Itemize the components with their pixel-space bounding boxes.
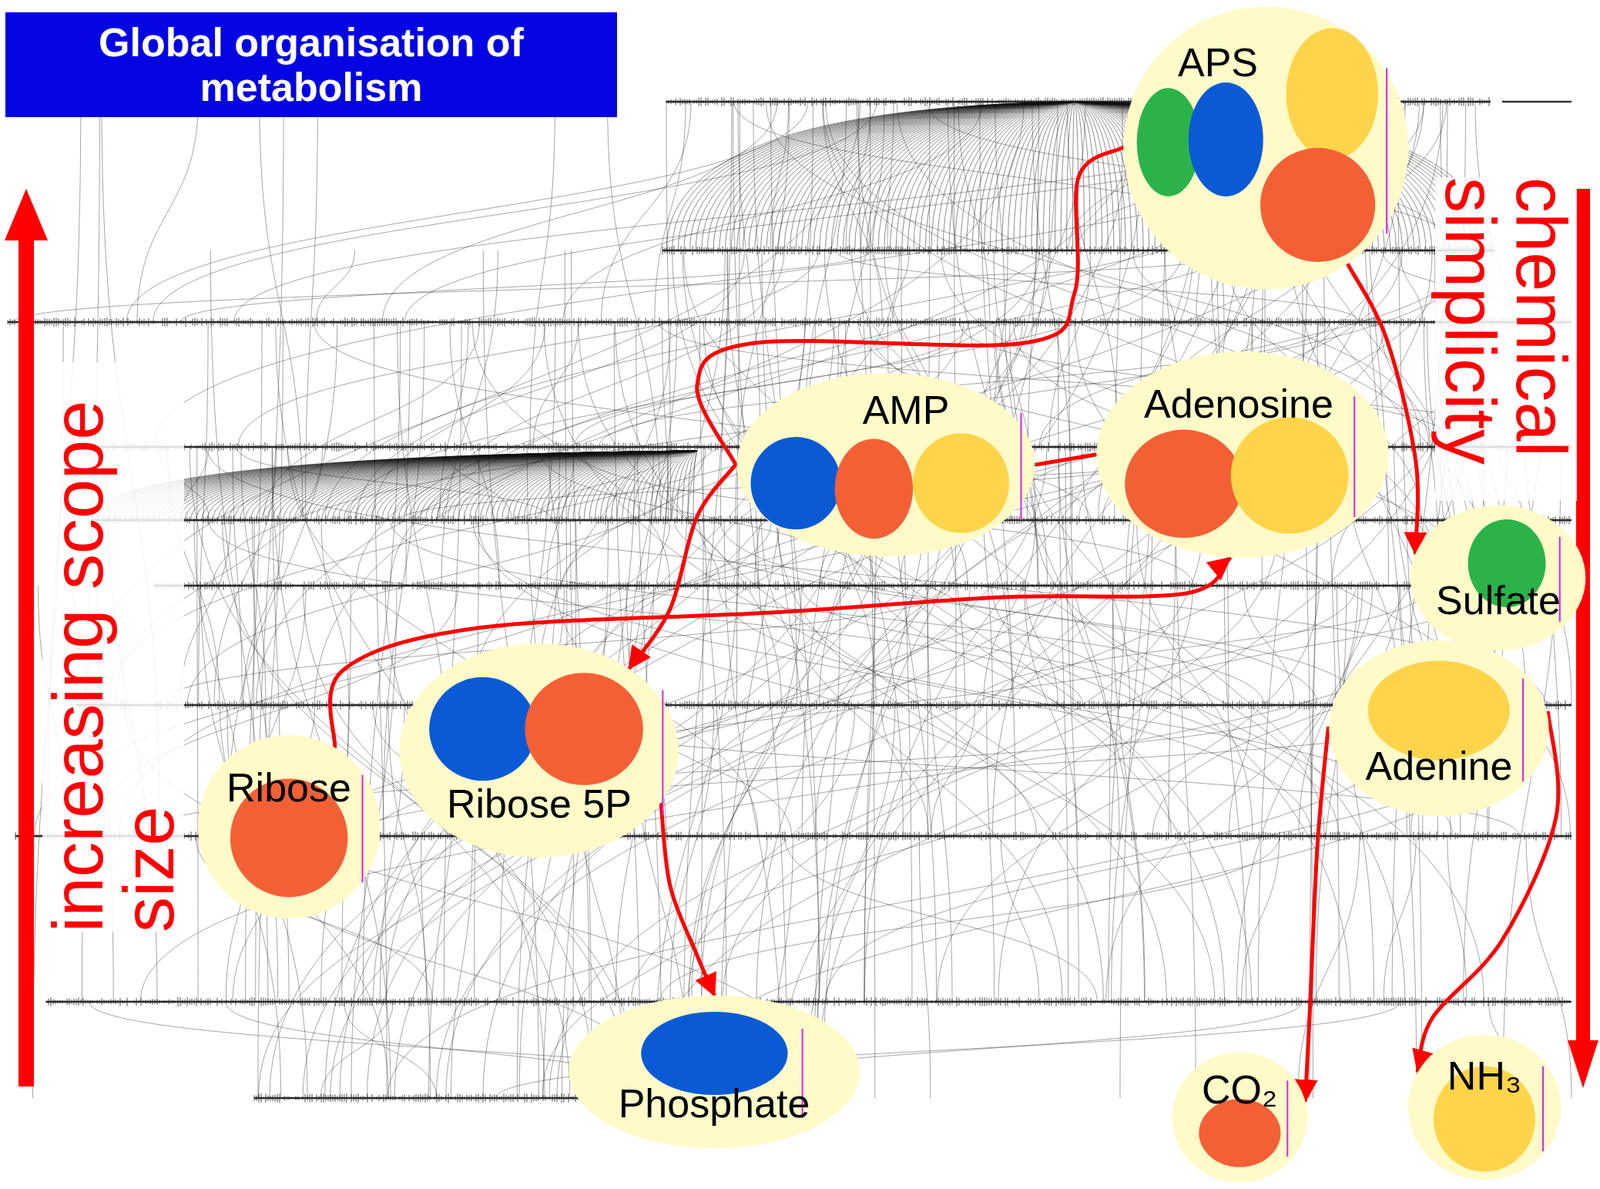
molecule-name: NH₃ [1447,1053,1522,1100]
molecule-art [1409,504,1587,651]
molecule-node: AMP [735,372,1037,557]
chemical-group [525,672,644,785]
marker-bar [1542,1066,1544,1151]
molecule-name: AMP [862,387,950,434]
molecule-halo [1328,640,1549,816]
molecule-name: CO₂ [1201,1066,1278,1114]
reaction-arrow [1036,454,1096,465]
molecule-node: APS [1122,5,1410,291]
marker-bar [1286,1080,1289,1157]
molecule-name: Adenosine [1143,381,1334,428]
molecule-node: CO₂ [1171,1051,1309,1183]
axis-arrow-shaft [1576,188,1590,1044]
molecule-halo [1096,351,1389,558]
molecule-name: Ribose 5P [446,781,632,828]
network-ticks [7,97,1571,1103]
reaction-arrow [1304,727,1329,1101]
molecule-halo [568,995,860,1148]
molecule-node: Adenine [1328,639,1550,817]
network-band [7,101,1572,1098]
chemical-group [1187,82,1263,197]
molecule-halo [197,734,380,919]
chemical-group [835,438,913,539]
molecule-node: Adenosine [1095,350,1390,559]
molecule-name: Sulfate [1435,577,1561,624]
molecule-name: Adenine [1365,743,1513,790]
axis-label: chemical simplicity [1435,177,1577,501]
molecule-name: Ribose [226,764,352,812]
axis-arrow-head [1567,1039,1599,1088]
marker-bar [1020,412,1023,520]
chemical-group [429,677,537,781]
molecule-node: Ribose [197,734,381,920]
axis-label: increasing scope size [42,362,185,933]
molecule-halo [1123,6,1409,289]
molecule-name: APS [1177,40,1258,87]
chemical-group [912,432,1010,534]
chemical-group [751,436,842,530]
molecule-halo [399,643,679,858]
title-banner: Global organisation of metabolism [5,12,618,118]
molecule-name: Phosphate [618,1080,811,1128]
chemical-group [1231,416,1349,534]
molecule-node: Phosphate [567,994,862,1149]
molecule-node: Ribose 5P [398,642,680,859]
molecule-art [1328,639,1550,817]
axis-arrow-head [4,188,48,241]
marker-bar [1522,678,1524,782]
molecule-halo [1171,1052,1307,1183]
molecule-halo [737,372,1036,557]
reaction-arrow [629,464,736,668]
reaction-arrow [660,804,715,995]
marker-bar [1353,395,1356,517]
marker-bar [361,774,363,883]
molecule-node: Sulfate [1409,504,1587,651]
molecule-node: NH₃ [1407,1033,1562,1181]
axis-arrow-shaft [18,231,34,1087]
marker-bar [662,690,665,816]
molecule-art [1122,5,1410,291]
chemical-group [1124,429,1243,538]
molecule-halo [1408,1034,1561,1180]
chemical-group [1285,28,1378,160]
molecule-art [197,734,381,920]
chemical-group [1260,147,1376,262]
molecule-halo [1410,505,1586,651]
marker-bar [1385,67,1388,234]
